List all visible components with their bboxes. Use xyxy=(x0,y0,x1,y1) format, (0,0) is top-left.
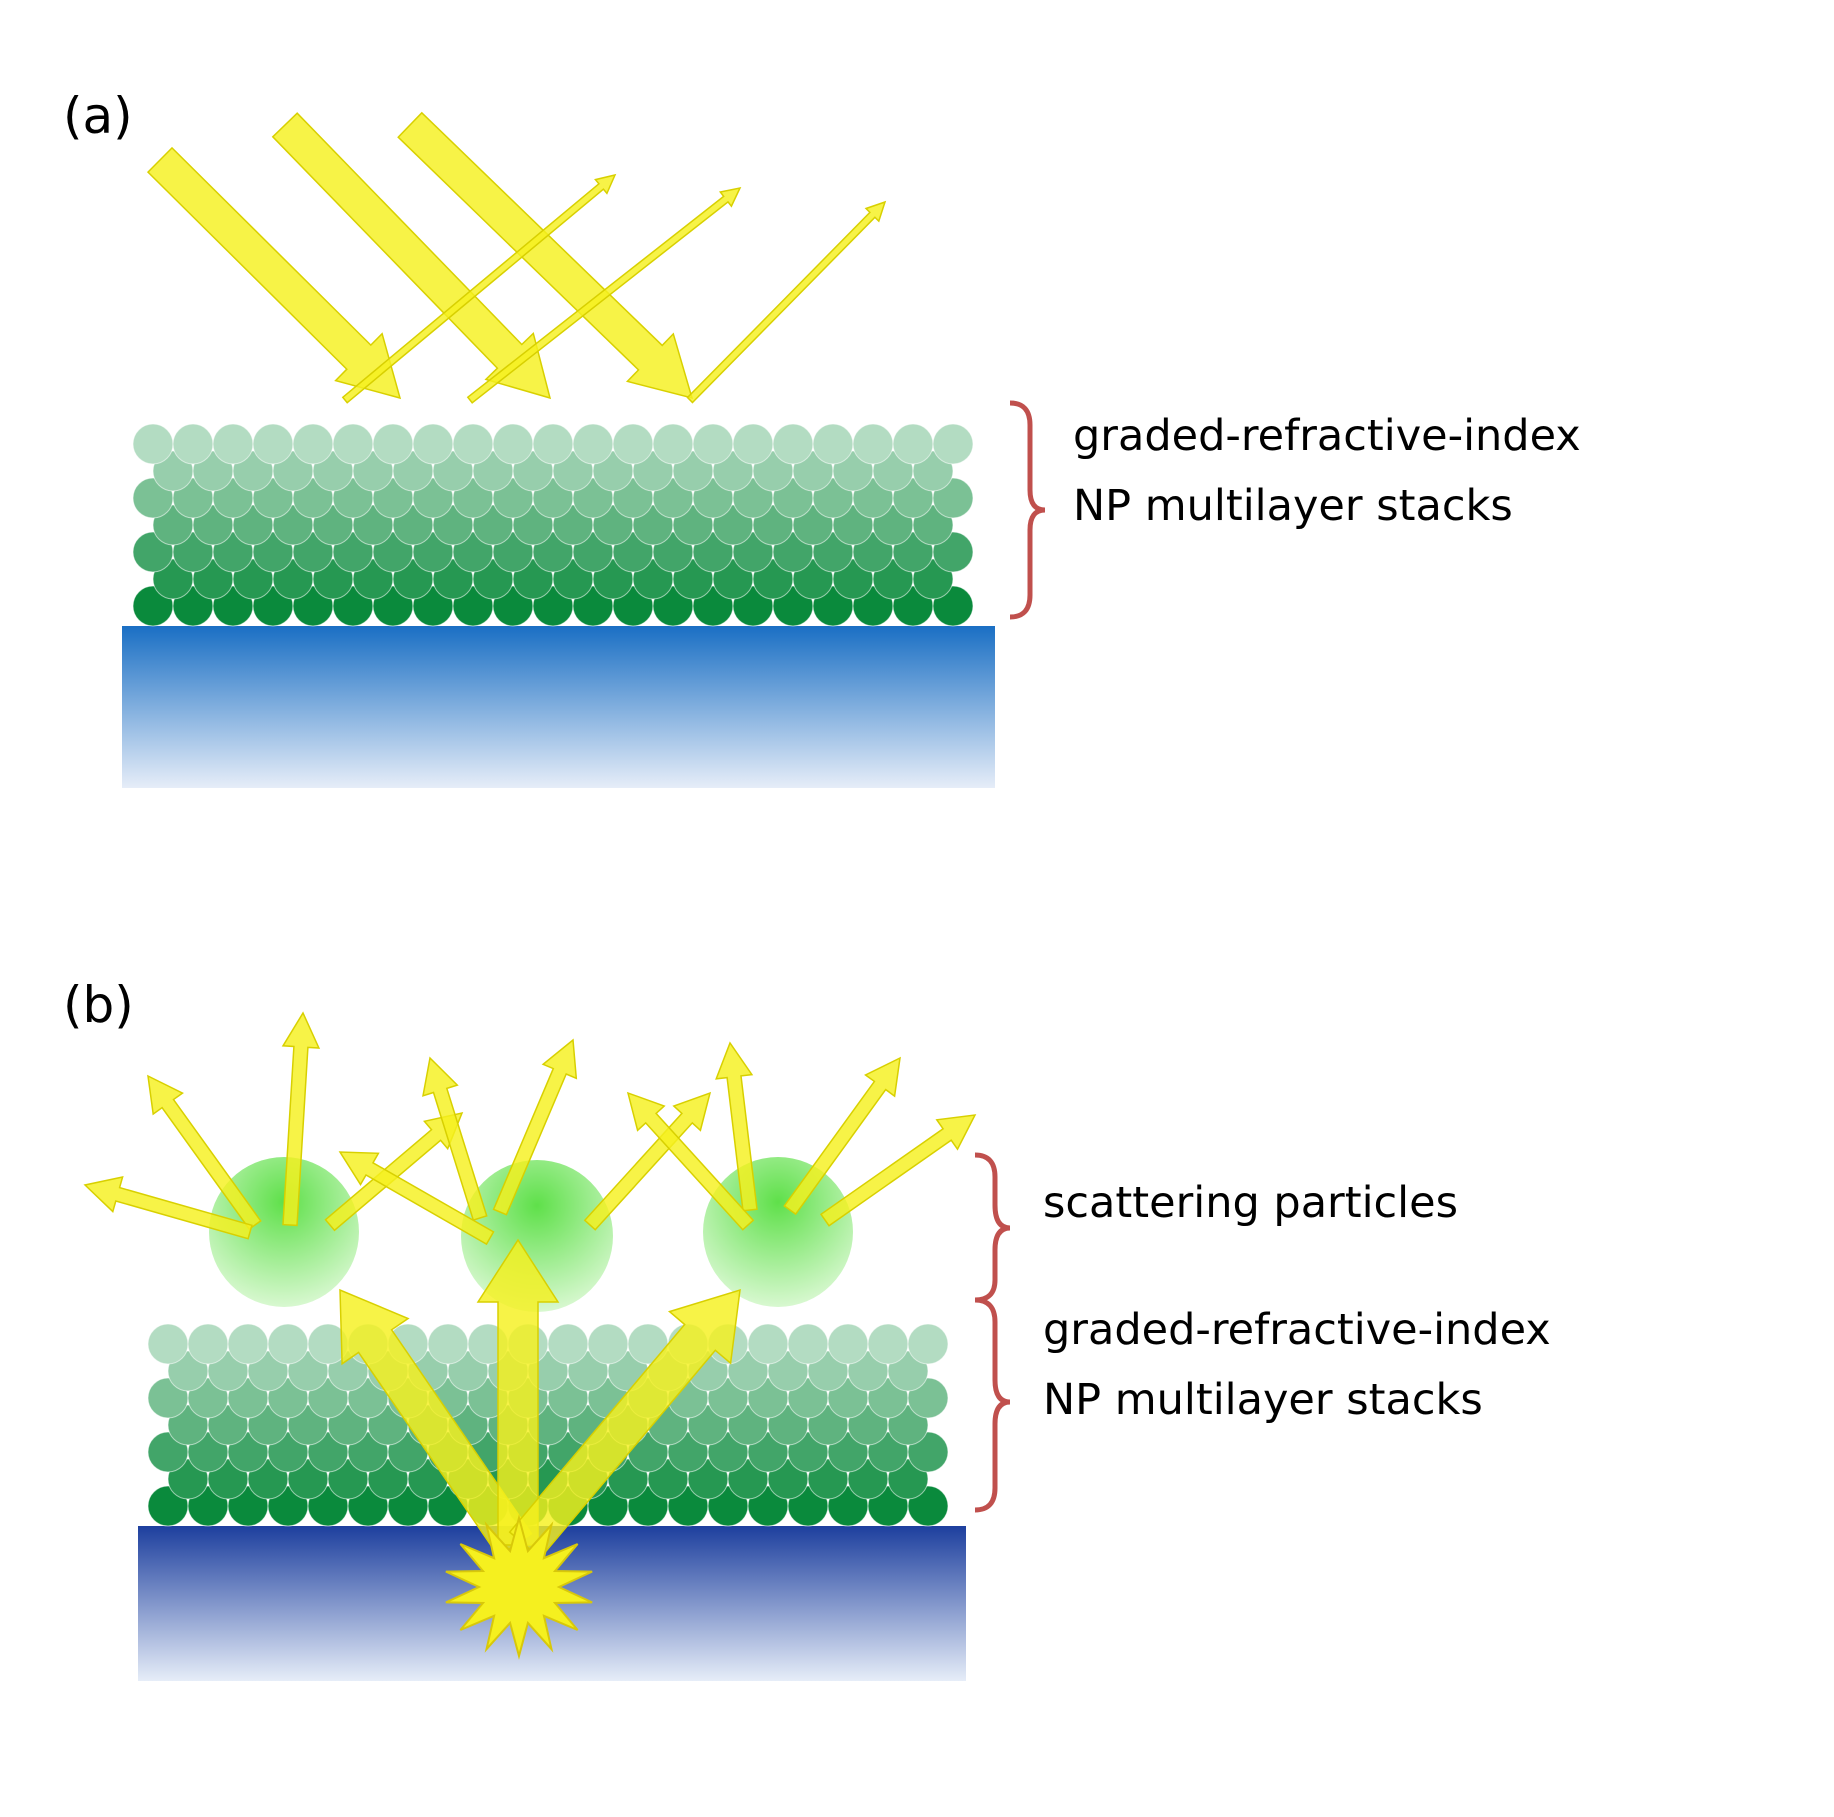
reflected-light-arrow xyxy=(341,173,617,404)
scatter-label: scattering particles xyxy=(1043,1178,1458,1228)
scattering-particle-3 xyxy=(703,1157,853,1307)
nanoparticle xyxy=(252,423,294,465)
stack-label-b-line2: NP multilayer stacks xyxy=(1043,1375,1483,1425)
nanoparticle xyxy=(172,423,214,465)
scattered-light-arrow xyxy=(422,1056,488,1222)
nanoparticle xyxy=(492,423,534,465)
panel-a: (a) graded-refractive-index NP multilaye… xyxy=(63,87,1581,788)
brace-stack-a xyxy=(1009,400,1046,620)
nanoparticle xyxy=(827,1323,869,1365)
incident-light-arrow xyxy=(397,111,694,400)
scattered-light-arrow xyxy=(492,1038,578,1216)
scattered-light-arrow xyxy=(626,1091,755,1231)
nanoparticle xyxy=(427,1323,469,1365)
nanoparticle xyxy=(892,423,934,465)
nanoparticle xyxy=(867,1323,909,1365)
nanoparticle xyxy=(772,423,814,465)
substrate-a xyxy=(122,626,995,788)
nanoparticle xyxy=(147,1323,189,1365)
scattered-light-arrow xyxy=(338,1151,495,1246)
emitted-light-arrow xyxy=(508,1288,741,1559)
nanoparticle xyxy=(907,1323,949,1365)
panel-b-label: (b) xyxy=(63,976,134,1034)
nanoparticle xyxy=(547,1323,589,1365)
reflected-light-arrow xyxy=(466,186,742,404)
stack-label-a-line2: NP multilayer stacks xyxy=(1073,481,1513,531)
nanoparticle xyxy=(587,1323,629,1365)
nanoparticle xyxy=(132,423,174,465)
nanoparticle xyxy=(747,1323,789,1365)
nanoparticle xyxy=(332,423,374,465)
scattered-light-arrow xyxy=(819,1114,977,1227)
emitted-light-arrow xyxy=(476,1238,560,1546)
emitted-light-arrow xyxy=(339,1288,533,1558)
reflected-light-arrow xyxy=(686,200,887,404)
nanoparticle xyxy=(612,423,654,465)
np-multilayer-stack-b xyxy=(147,1323,949,1527)
nanoparticle xyxy=(292,423,334,465)
nanoparticle xyxy=(787,1323,829,1365)
emitted-light-beams-b xyxy=(83,1011,977,1559)
nanoparticle xyxy=(227,1323,269,1365)
nanoparticle xyxy=(372,423,414,465)
scattered-light-arrow xyxy=(583,1091,712,1231)
scattered-light-arrow xyxy=(715,1041,758,1212)
brace-scattering xyxy=(974,1152,1011,1303)
incident-light-beams-a xyxy=(146,111,887,404)
scattering-particle-1 xyxy=(209,1157,359,1307)
nanoparticle xyxy=(412,423,454,465)
panel-b: (b) scattering particles graded-refracti… xyxy=(63,976,1551,1681)
scattered-light-arrow xyxy=(83,1176,253,1240)
nanoparticle xyxy=(812,423,854,465)
light-source-burst xyxy=(445,1514,593,1660)
scattered-light-arrow xyxy=(783,1056,901,1216)
np-multilayer-stack-a xyxy=(132,423,974,627)
nanoparticle xyxy=(852,423,894,465)
stack-label-b-line1: graded-refractive-index xyxy=(1043,1305,1551,1355)
nanoparticle xyxy=(652,423,694,465)
scattered-light-arrow xyxy=(281,1011,321,1227)
nanoparticle xyxy=(212,423,254,465)
nanoparticle xyxy=(532,423,574,465)
nanoparticle xyxy=(187,1323,229,1365)
nanoparticle xyxy=(692,423,734,465)
nanoparticle xyxy=(452,423,494,465)
stack-label-a-line1: graded-refractive-index xyxy=(1073,411,1581,461)
nanoparticle xyxy=(732,423,774,465)
scattered-light-arrow xyxy=(147,1074,262,1231)
nanoparticle xyxy=(572,423,614,465)
nanoparticle xyxy=(932,423,974,465)
brace-stack-b xyxy=(974,1297,1011,1513)
nanoparticle xyxy=(267,1323,309,1365)
incident-light-arrow xyxy=(271,112,552,400)
panel-a-label: (a) xyxy=(63,87,133,145)
